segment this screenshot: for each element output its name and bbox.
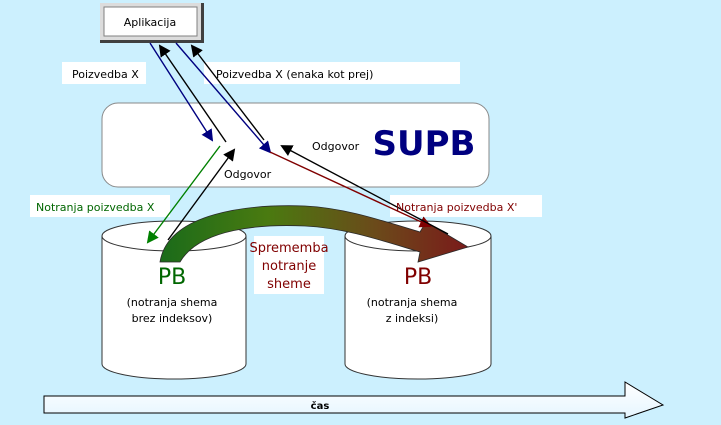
answer-upper-label: Odgovor (312, 140, 360, 153)
query-left-label: Poizvedba X (72, 68, 139, 81)
internal-query-right-arrow (269, 151, 432, 228)
application-label: Aplikacija (124, 16, 176, 29)
answer-lower-label: Odgovor (224, 168, 272, 181)
time-axis-arrow: čas (43, 381, 665, 419)
answer-arrow-left-up (158, 44, 227, 143)
internal-query-left-arrow (146, 145, 221, 244)
schema-change-curved-arrow (159, 205, 469, 263)
query-right-label: Poizvedba X (enaka kot prej) (216, 68, 373, 81)
answer-from-right-db-arrow (280, 145, 449, 235)
query-arrow-right (175, 42, 272, 154)
db-left-line2: brez indeksov) (132, 312, 213, 325)
label-bg-query-left (62, 62, 146, 84)
dbms-box: SUPB (101, 102, 490, 188)
label-bg-internal-left (30, 195, 170, 217)
internal-query-left-label: Notranja poizvedba X (36, 201, 155, 214)
answer-arrow-right-up (190, 44, 265, 141)
label-bg-internal-right (390, 195, 542, 217)
time-axis-label: čas (311, 400, 330, 412)
db-left-title: PB (158, 265, 186, 290)
db-left-line1: (notranja shema (127, 296, 218, 309)
change-line3: sheme (267, 277, 311, 292)
change-line1: Sprememba (249, 241, 328, 256)
change-line2: notranje (262, 259, 316, 274)
label-bg-query-right (204, 62, 460, 84)
db-right-line2: z indeksi) (386, 312, 439, 325)
application-box: Aplikacija (100, 3, 204, 43)
dbms-label: SUPB (373, 124, 476, 164)
internal-query-right-label: Notranja poizvedba X' (396, 201, 517, 214)
label-bg-change (254, 236, 324, 294)
db-right-line1: (notranja shema (367, 296, 458, 309)
query-arrow-left (149, 42, 214, 142)
db-right-title: PB (404, 265, 432, 290)
answer-from-left-db-arrow (167, 148, 236, 241)
